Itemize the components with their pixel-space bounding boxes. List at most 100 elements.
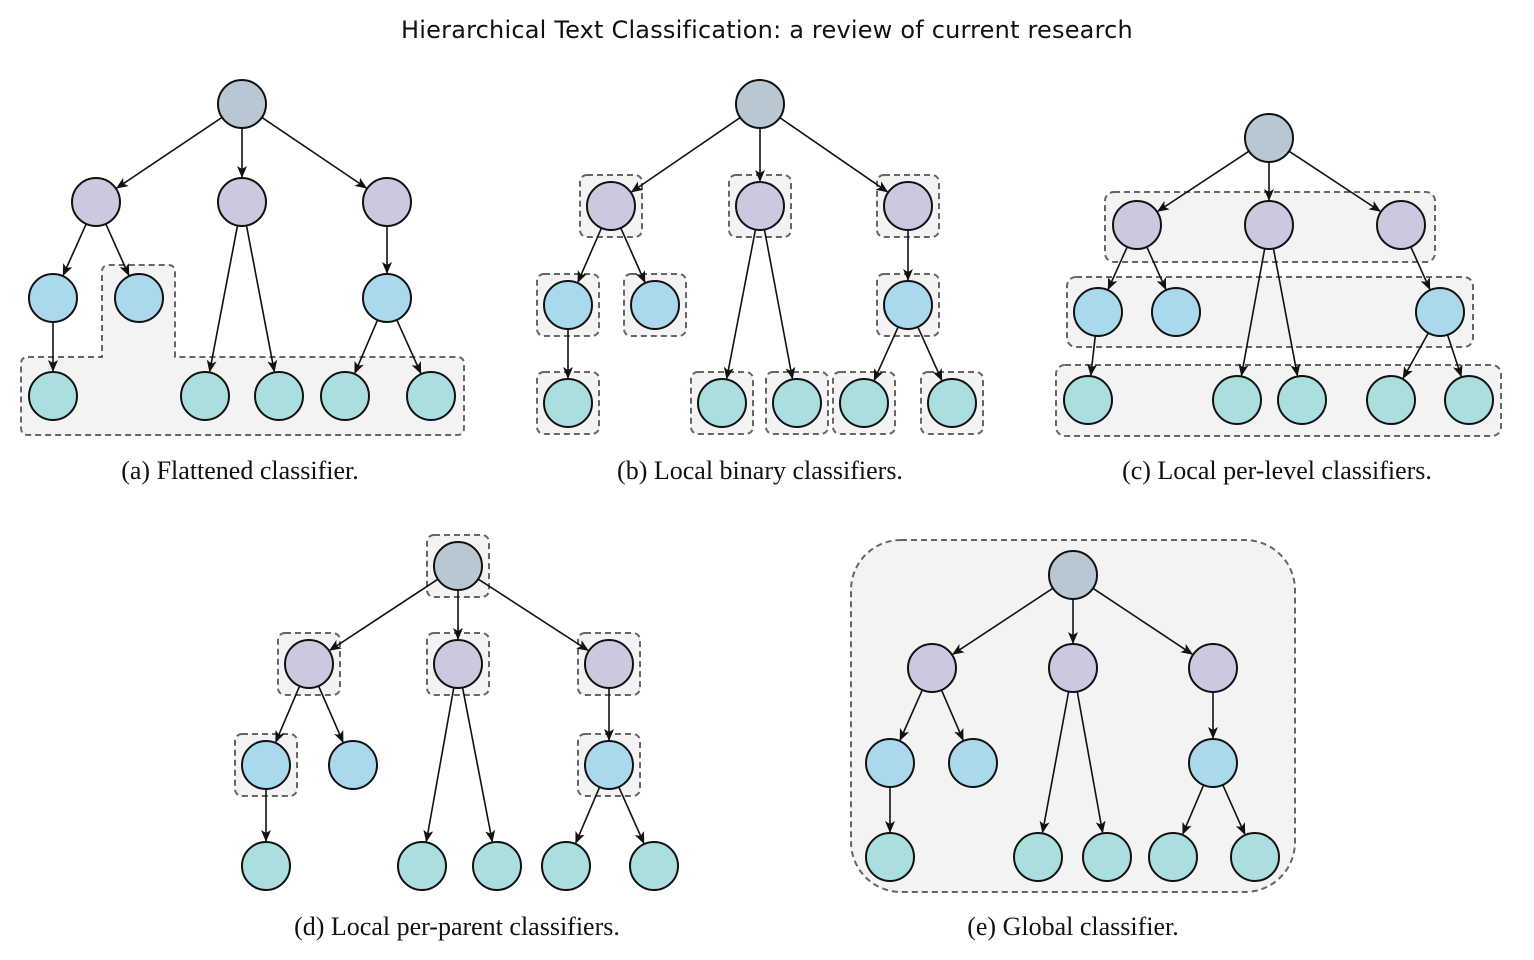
binary-edge-9	[873, 326, 899, 382]
perparent-node-h	[472, 841, 522, 891]
flattened-edge-7	[245, 225, 278, 373]
perlevel-edge-2	[1288, 150, 1381, 212]
binary-node-f	[543, 378, 593, 428]
binary-edge-3	[577, 227, 603, 283]
perlevel-node-h	[1277, 375, 1327, 425]
binary-node-r	[735, 79, 785, 129]
global-edge-9	[1182, 784, 1205, 835]
binary-node-c	[883, 181, 933, 231]
perlevel-node-g	[1212, 375, 1262, 425]
group-level-2	[1066, 276, 1474, 348]
perparent-node-c	[584, 639, 634, 689]
perparent-edge-0	[329, 578, 439, 651]
binary-edge-7	[763, 229, 796, 380]
binary-edge-0	[630, 116, 741, 193]
perlevel-edge-10	[1446, 334, 1463, 378]
global-node-r	[1048, 550, 1098, 600]
global-node-j	[1148, 832, 1198, 882]
global-edge-0	[952, 587, 1054, 655]
caption-flattened: (a) Flattened classifier.	[121, 456, 359, 485]
perparent-node-j	[541, 841, 591, 891]
flattened-node-f	[28, 371, 78, 421]
flattened-edge-3	[62, 223, 87, 277]
global-node-g	[1013, 832, 1063, 882]
perlevel-edge-8	[1410, 246, 1431, 291]
perparent-node-e	[328, 740, 378, 790]
perparent-node-f	[241, 841, 291, 891]
perparent-node-k	[629, 841, 679, 891]
binary-edge-6	[723, 229, 757, 380]
flattened-edge-0	[115, 116, 223, 189]
global-edge-7	[1076, 691, 1106, 834]
binary-node-g	[697, 378, 747, 428]
binary-node-b	[735, 181, 785, 231]
perparent-edge-4	[317, 685, 344, 743]
perlevel-node-e	[1151, 287, 1201, 337]
perparent-edge-7	[461, 687, 496, 843]
global-node-f	[865, 832, 915, 882]
perparent-edge-10	[618, 786, 645, 845]
perlevel-edge-7	[1272, 248, 1301, 377]
perlevel-node-c	[1376, 200, 1426, 250]
binary-node-i	[883, 280, 933, 330]
perlevel-node-r	[1244, 113, 1294, 163]
global-node-e	[948, 738, 998, 788]
binary-node-h	[772, 378, 822, 428]
global-node-k	[1230, 832, 1280, 882]
global-edge-10	[1222, 784, 1246, 836]
page-title: Hierarchical Text Classification: a revi…	[401, 16, 1133, 44]
binary-node-d	[543, 280, 593, 330]
flattened-node-r	[217, 79, 267, 129]
binary-edge-10	[917, 326, 943, 382]
perparent-edge-3	[275, 685, 301, 743]
perlevel-edge-9	[1402, 332, 1430, 380]
caption-global: (e) Global classifier.	[967, 912, 1179, 941]
perlevel-node-a	[1112, 200, 1162, 250]
flattened-node-b	[217, 177, 267, 227]
perparent-edge-2	[477, 578, 589, 652]
perlevel-node-j	[1366, 375, 1416, 425]
flattened-edge-9	[354, 319, 379, 374]
perlevel-node-i	[1415, 287, 1465, 337]
binary-node-a	[586, 181, 636, 231]
global-node-h	[1082, 832, 1132, 882]
global-edge-4	[940, 689, 964, 741]
binary-edge-4	[620, 227, 646, 284]
perparent-node-a	[284, 639, 334, 689]
perparent-edge-6	[423, 687, 455, 843]
flattened-node-k	[406, 371, 456, 421]
flattened-node-d	[28, 273, 78, 323]
binary-node-k	[927, 378, 977, 428]
perlevel-node-b	[1244, 200, 1294, 250]
perlevel-edge-5	[1087, 335, 1098, 377]
flattened-node-c	[362, 177, 412, 227]
perparent-node-d	[241, 740, 291, 790]
caption-local-per-parent: (d) Local per-parent classifiers.	[294, 912, 620, 941]
perlevel-edge-4	[1146, 246, 1167, 291]
flattened-edge-2	[261, 116, 368, 189]
perlevel-node-d	[1073, 287, 1123, 337]
global-edge-2	[1092, 587, 1194, 655]
flattened-node-i	[362, 273, 412, 323]
perlevel-edge-0	[1157, 150, 1250, 212]
binary-edge-2	[779, 116, 889, 193]
global-node-a	[907, 643, 957, 693]
global-node-b	[1048, 643, 1098, 693]
perparent-node-g	[397, 841, 447, 891]
binary-node-j	[839, 378, 889, 428]
flattened-node-j	[320, 371, 370, 421]
caption-local-per-level: (c) Local per-level classifiers.	[1122, 456, 1432, 485]
perlevel-edge-6	[1238, 248, 1266, 377]
flattened-node-h	[254, 371, 304, 421]
caption-local-binary: (b) Local binary classifiers.	[617, 456, 903, 485]
global-node-c	[1188, 643, 1238, 693]
global-edge-3	[899, 689, 924, 742]
perlevel-node-f	[1063, 375, 1113, 425]
flattened-edge-6	[206, 225, 239, 373]
perparent-edge-9	[575, 786, 601, 844]
flattened-node-a	[71, 177, 121, 227]
perparent-node-r	[433, 541, 483, 591]
flattened-edge-4	[105, 223, 130, 277]
global-node-d	[865, 738, 915, 788]
